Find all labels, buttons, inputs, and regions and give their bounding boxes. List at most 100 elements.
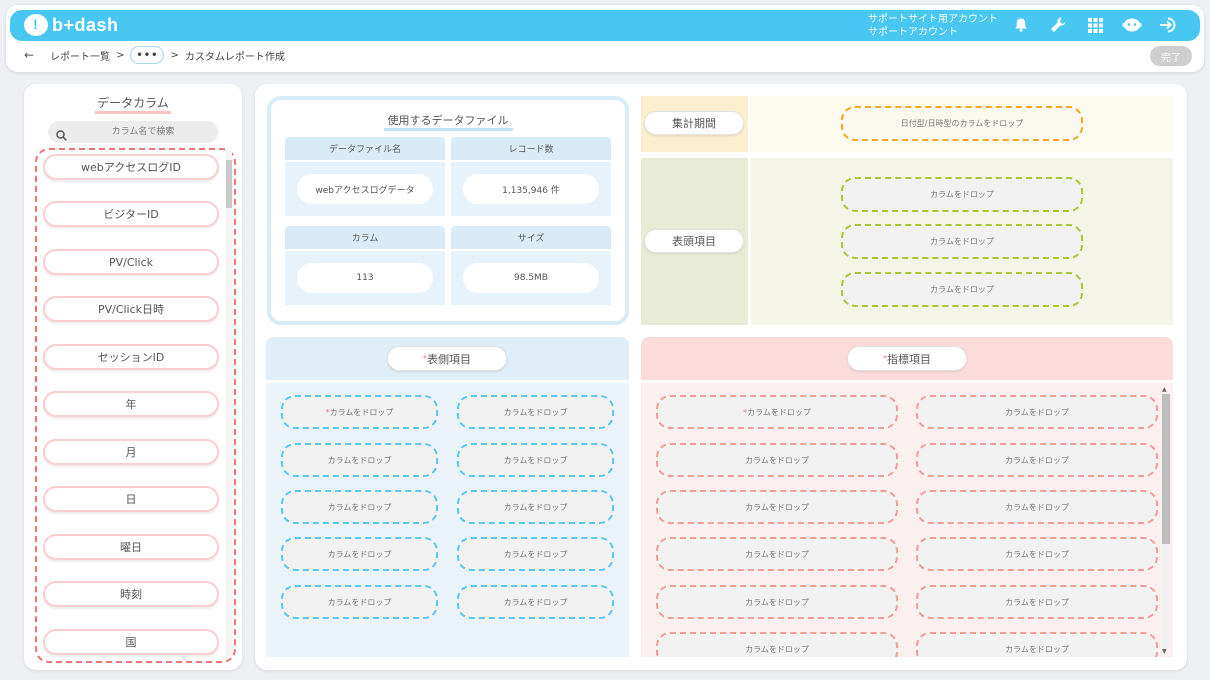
header-items-drop-zone: カラムをドロップ カラムをドロップ カラムをドロップ xyxy=(751,158,1173,325)
side-items-label: *表側項目 xyxy=(387,346,507,371)
size-header: サイズ xyxy=(451,226,611,249)
column-count-value: 113 xyxy=(297,263,433,293)
scroll-thumb[interactable] xyxy=(226,160,232,208)
breadcrumb-more-button[interactable]: ••• xyxy=(130,46,165,64)
metric-drop-target[interactable]: カラムをドロップ xyxy=(916,490,1158,524)
column-count-header: カラム xyxy=(285,226,445,249)
logo-text: b+dash xyxy=(52,14,119,35)
scroll-thumb[interactable] xyxy=(1162,394,1170,544)
metric-drop-target[interactable]: カラムをドロップ xyxy=(656,537,898,571)
side-drop-target[interactable]: カラムをドロップ xyxy=(281,537,438,571)
search-icon xyxy=(56,126,67,145)
breadcrumb-separator: > xyxy=(116,49,125,61)
file-name-cell: webアクセスログデータ xyxy=(285,162,445,216)
scroll-down-arrow-icon[interactable]: ▼ xyxy=(1162,648,1167,655)
side-drop-target[interactable]: カラムをドロップ xyxy=(457,585,614,619)
period-drop-target[interactable]: 日付型/日時型のカラムをドロップ xyxy=(841,106,1083,141)
metric-drop-target[interactable]: カラムをドロップ xyxy=(916,537,1158,571)
metric-drop-target[interactable]: カラムをドロップ xyxy=(656,490,898,524)
done-button[interactable]: 完了 xyxy=(1150,46,1192,66)
header-drop-target[interactable]: カラムをドロップ xyxy=(841,177,1083,212)
metric-drop-target[interactable]: カラムをドロップ xyxy=(916,585,1158,619)
top-bar: b+dash サポートサイト用アカウント サポートアカウント xyxy=(10,10,1200,41)
account-line1: サポートサイト用アカウント xyxy=(868,14,998,25)
column-count-cell: 113 xyxy=(285,251,445,305)
side-drop-target[interactable]: カラムをドロップ xyxy=(281,490,438,524)
size-value: 98.5MB xyxy=(463,263,599,293)
data-column-sidebar: データカラム webアクセスログID ビジターID PV/Click PV/Cl… xyxy=(24,84,242,670)
metric-drop-target[interactable]: カラムをドロップ xyxy=(916,395,1158,429)
back-arrow-icon[interactable]: ← xyxy=(24,48,35,62)
sidebar-title: データカラム xyxy=(24,94,242,114)
column-search-box[interactable] xyxy=(48,121,218,143)
breadcrumb-separator: > xyxy=(170,49,179,61)
grid-icon[interactable] xyxy=(1084,14,1106,36)
side-drop-target[interactable]: カラムをドロップ xyxy=(281,443,438,477)
scroll-up-arrow-icon[interactable]: ▲ xyxy=(1162,386,1167,393)
data-file-title: 使用するデータファイル xyxy=(271,112,625,131)
column-item[interactable]: 国 xyxy=(43,629,219,655)
column-list: webアクセスログID ビジターID PV/Click PV/Click日時 セ… xyxy=(35,148,236,663)
scroll-track[interactable] xyxy=(226,150,232,656)
column-item[interactable]: webアクセスログID xyxy=(43,154,219,180)
file-name-value: webアクセスログデータ xyxy=(297,174,433,204)
header-drop-target[interactable]: カラムをドロップ xyxy=(841,224,1083,259)
metric-drop-target[interactable]: カラムをドロップ xyxy=(656,585,898,619)
breadcrumb-report-list[interactable]: レポート一覧 xyxy=(50,51,111,63)
record-count-value: 1,135,946 件 xyxy=(463,174,599,204)
metric-drop-target[interactable]: カラムをドロップ xyxy=(656,632,898,657)
record-count-header: レコード数 xyxy=(451,137,611,160)
bell-icon[interactable] xyxy=(1010,14,1032,36)
column-item[interactable]: 曜日 xyxy=(43,534,219,560)
metric-drop-target[interactable]: *カラムをドロップ xyxy=(656,395,898,429)
side-drop-target[interactable]: *カラムをドロップ xyxy=(281,395,438,429)
column-item[interactable]: 日 xyxy=(43,486,219,512)
period-drop-zone: 日付型/日時型のカラムをドロップ xyxy=(751,96,1173,152)
side-items-drop-zone: *カラムをドロップ カラムをドロップ カラムをドロップ カラムをドロップ カラム… xyxy=(266,383,629,657)
column-search-input[interactable] xyxy=(48,121,218,143)
required-mark: * xyxy=(883,354,887,363)
size-cell: 98.5MB xyxy=(451,251,611,305)
required-mark: * xyxy=(423,354,427,363)
side-drop-target[interactable]: カラムをドロップ xyxy=(457,490,614,524)
logo[interactable]: b+dash xyxy=(24,14,119,36)
breadcrumb-current: カスタムレポート作成 xyxy=(184,51,285,63)
column-item[interactable]: セッションID xyxy=(43,344,219,370)
account-line2: サポートアカウント xyxy=(868,27,958,38)
column-item[interactable]: PV/Click日時 xyxy=(43,296,219,322)
side-drop-target[interactable]: カラムをドロップ xyxy=(281,585,438,619)
logout-icon[interactable] xyxy=(1158,14,1180,36)
metric-items-drop-zone: *カラムをドロップ カラムをドロップ カラムをドロップ カラムをドロップ カラム… xyxy=(641,383,1173,657)
header-drop-target[interactable]: カラムをドロップ xyxy=(841,272,1083,307)
side-drop-target[interactable]: カラムをドロップ xyxy=(457,537,614,571)
column-item[interactable]: 年 xyxy=(43,391,219,417)
file-name-header: データファイル名 xyxy=(285,137,445,160)
sidebar-scrollbar[interactable] xyxy=(224,150,232,656)
column-item[interactable]: ビジターID xyxy=(43,201,219,227)
account-info[interactable]: サポートサイト用アカウント サポートアカウント xyxy=(868,13,998,39)
chat-bot-icon[interactable] xyxy=(1121,14,1143,36)
side-drop-target[interactable]: カラムをドロップ xyxy=(457,395,614,429)
side-items-header: *表側項目 xyxy=(266,337,629,380)
metric-items-header: *指標項目 xyxy=(641,337,1173,380)
data-file-panel: 使用するデータファイル データファイル名 レコード数 webアクセスログデータ … xyxy=(267,96,629,325)
column-item[interactable]: PV/Click xyxy=(43,249,219,275)
metric-items-label: *指標項目 xyxy=(847,346,967,371)
metric-drop-target[interactable]: カラムをドロップ xyxy=(916,632,1158,657)
column-item[interactable]: 月 xyxy=(43,439,219,465)
record-count-cell: 1,135,946 件 xyxy=(451,162,611,216)
column-item[interactable]: 時刻 xyxy=(43,581,219,607)
side-drop-target[interactable]: カラムをドロップ xyxy=(457,443,614,477)
period-label-area: 集計期間 xyxy=(641,96,748,152)
required-mark: * xyxy=(325,407,330,417)
metric-scrollbar[interactable]: ▲ ▼ xyxy=(1161,386,1171,656)
breadcrumb: ← レポート一覧 > ••• > カスタムレポート作成 xyxy=(24,45,285,65)
required-mark: * xyxy=(743,407,748,417)
period-label: 集計期間 xyxy=(644,111,744,135)
wrench-icon[interactable] xyxy=(1047,14,1069,36)
metric-drop-target[interactable]: カラムをドロップ xyxy=(916,443,1158,477)
header-items-label-area: 表頭項目 xyxy=(641,158,748,325)
metric-drop-target[interactable]: カラムをドロップ xyxy=(656,443,898,477)
header-items-label: 表頭項目 xyxy=(644,229,744,253)
logo-bubble-icon xyxy=(24,14,48,36)
